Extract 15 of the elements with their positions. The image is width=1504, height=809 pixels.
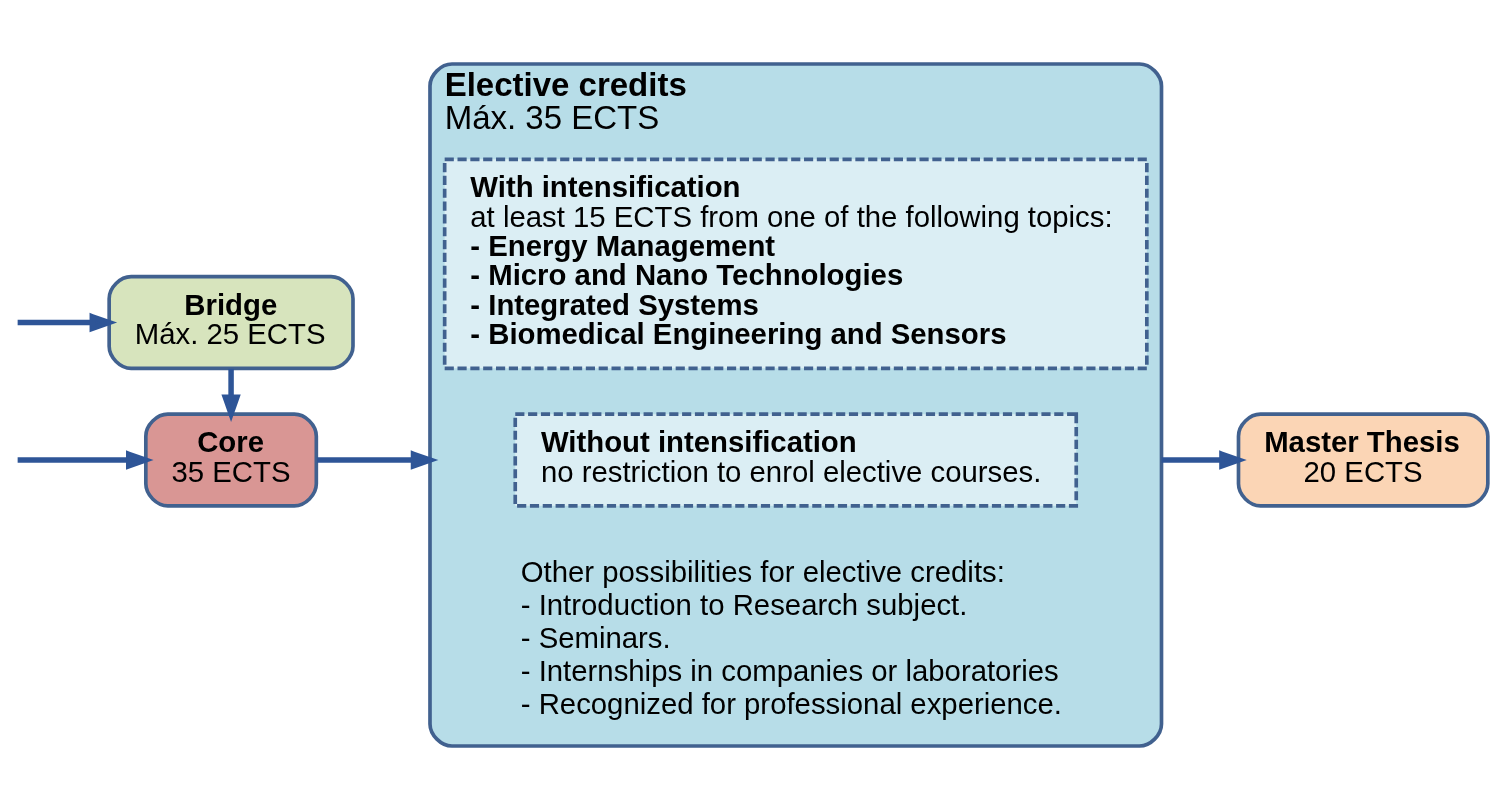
arrow	[1161, 449, 1247, 470]
label: - Introduction to Research subject.	[520, 587, 968, 621]
node-box: Core 35 ECTS	[144, 411, 319, 508]
arrow	[17, 449, 154, 470]
label: - Internships in companies or laboratories	[520, 653, 1059, 687]
node-box: With intensification at least 15 ECTS from one of the following topics: - Energy Management - Micro and Nano Technologies - Integrated Systems - Biomedical Engineering and Sensors	[442, 157, 1149, 370]
node-box: Bridge Máx. 25 ECTS	[107, 274, 355, 370]
label: - Recognized for professional experience.	[520, 686, 1062, 720]
node-box: Master Thesis 20 ECTS	[1236, 411, 1490, 508]
label: - Seminars.	[520, 620, 671, 654]
arrow	[17, 312, 118, 332]
arrow	[316, 449, 439, 470]
arrow	[221, 368, 241, 422]
node-box: Without intensification no restriction to enrol elective courses.	[513, 411, 1079, 508]
label: Other possibilities for elective credits:	[520, 554, 1005, 588]
